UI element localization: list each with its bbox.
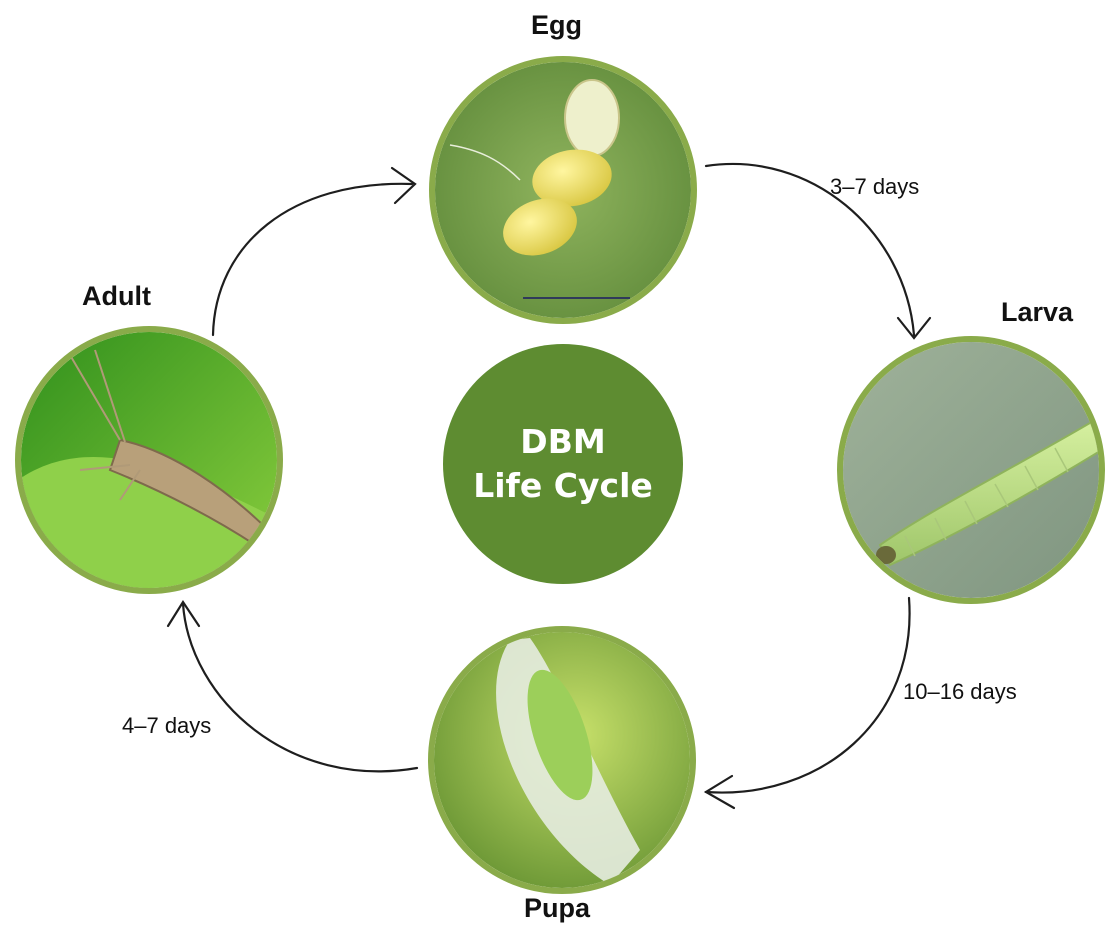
pupa-photo [430, 628, 696, 894]
larva-photo [840, 339, 1105, 602]
center-title-line1: DBM [520, 420, 605, 464]
arrow-pupa-to-adult [183, 604, 417, 771]
center-title-line2: Life Cycle [473, 464, 653, 508]
duration-egg-to-larva: 3–7 days [830, 174, 919, 200]
stage-label-egg: Egg [531, 10, 582, 41]
stage-label-larva: Larva [1001, 297, 1073, 328]
arrow-adult-to-egg [213, 184, 412, 335]
duration-larva-to-pupa: 10–16 days [903, 679, 1017, 705]
egg-photo [430, 57, 696, 323]
duration-pupa-to-adult: 4–7 days [122, 713, 211, 739]
stage-label-adult: Adult [82, 281, 151, 312]
adult-photo [18, 329, 280, 600]
center-title: DBM Life Cycle [443, 344, 683, 584]
arrow-larva-to-pupa [706, 598, 910, 793]
arrow-adult-to-egg-head [392, 168, 415, 203]
stage-label-pupa: Pupa [524, 893, 590, 924]
